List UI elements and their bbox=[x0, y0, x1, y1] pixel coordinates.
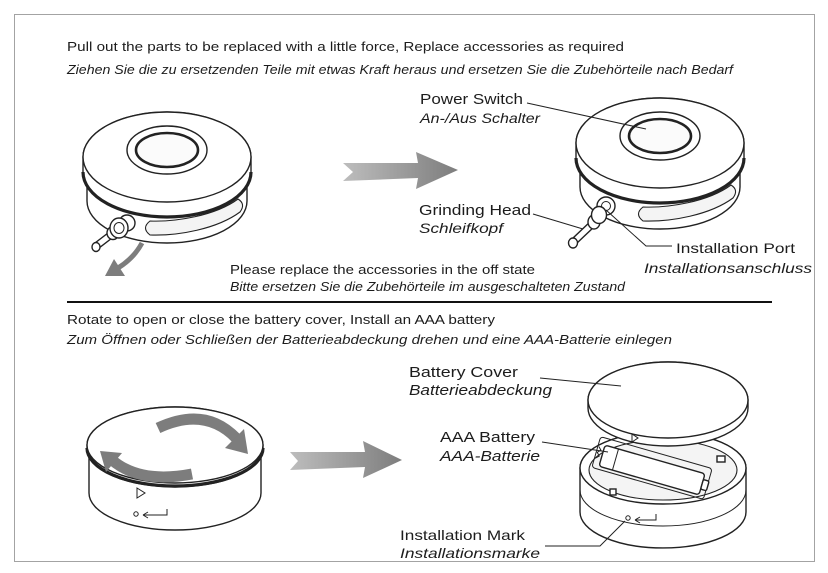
arrow-right-icon bbox=[343, 152, 458, 189]
cover-top bbox=[587, 361, 749, 439]
installation-mark-leader bbox=[545, 520, 626, 547]
device-opened bbox=[579, 361, 749, 549]
installation-mark-label: Installation Mark bbox=[400, 527, 526, 543]
installation-mark-label-de: Installationsmarke bbox=[400, 545, 540, 561]
battery-terminal bbox=[700, 479, 710, 492]
grinding-head-base-ring bbox=[113, 222, 125, 234]
grinding-head-base bbox=[590, 205, 608, 225]
aaa-battery-label: AAA Battery bbox=[440, 429, 536, 446]
replace-instruction-de: Ziehen Sie die zu ersetzenden Teile mit … bbox=[66, 63, 735, 77]
power-switch-leader bbox=[526, 102, 647, 130]
installation-mark-icon bbox=[133, 509, 168, 519]
aaa-battery-leader bbox=[541, 441, 609, 453]
device-head-removed bbox=[81, 111, 253, 276]
device-head-installed bbox=[567, 97, 746, 249]
battery-cover-leader bbox=[539, 377, 622, 387]
battery-cover-label: Battery Cover bbox=[409, 364, 518, 381]
power-switch-button bbox=[627, 117, 693, 155]
aaa-battery-label-de: AAA-Batterie bbox=[439, 448, 540, 465]
grinding-head-tip bbox=[91, 241, 101, 253]
base-groove bbox=[637, 184, 737, 222]
battery-instruction-de: Zum Öffnen oder Schließen der Batterieab… bbox=[66, 332, 672, 347]
installation-port-label-de: Installationsanschluss bbox=[644, 260, 812, 276]
installation-port-leader bbox=[605, 209, 672, 247]
power-switch-label: Power Switch bbox=[420, 91, 523, 108]
battery-instruction-en: Rotate to open or close the battery cove… bbox=[67, 312, 496, 327]
grinding-head-base bbox=[109, 217, 129, 239]
off-state-note-de: Bitte ersetzen Sie die Zubehörteile im a… bbox=[230, 280, 626, 294]
grinding-head-label: Grinding Head bbox=[419, 202, 531, 219]
upper-disc-edge bbox=[574, 157, 746, 205]
aaa-battery bbox=[598, 445, 710, 495]
base-seam bbox=[579, 489, 747, 527]
cover-clip bbox=[716, 455, 726, 463]
base-groove bbox=[144, 198, 244, 236]
battery-band bbox=[611, 448, 619, 471]
upper-disc-edge bbox=[81, 171, 253, 219]
triangle-marker-icon bbox=[631, 433, 639, 443]
power-switch-label-de: An-/Aus Schalter bbox=[419, 110, 542, 126]
frame-border bbox=[14, 14, 815, 562]
installation-port-label: Installation Port bbox=[676, 240, 795, 256]
grinding-head-label-de: Schleifkopf bbox=[419, 220, 506, 236]
grinding-head-tip bbox=[567, 237, 579, 249]
grinding-head-removed bbox=[91, 217, 129, 253]
off-state-note-en: Please replace the accessories in the of… bbox=[230, 262, 535, 277]
replace-instruction-en: Pull out the parts to be replaced with a… bbox=[67, 39, 624, 54]
arrow-right-icon bbox=[290, 441, 402, 478]
grinding-head-leader bbox=[532, 213, 584, 230]
power-switch-button bbox=[134, 131, 200, 169]
cover-clip bbox=[609, 488, 617, 496]
rotate-arrows-icon bbox=[100, 413, 248, 483]
spring-contact bbox=[595, 446, 602, 459]
triangle-marker-icon bbox=[136, 487, 146, 499]
upper-disc-edge bbox=[85, 447, 265, 488]
pull-out-arrow-icon bbox=[105, 241, 145, 276]
battery-cover-removed bbox=[587, 361, 749, 447]
grinding-head-installed bbox=[567, 205, 608, 249]
battery-cover-label-de: Batterieabdeckung bbox=[409, 382, 553, 399]
installation-mark-icon bbox=[625, 514, 657, 524]
device-rotate-cover bbox=[85, 406, 265, 531]
